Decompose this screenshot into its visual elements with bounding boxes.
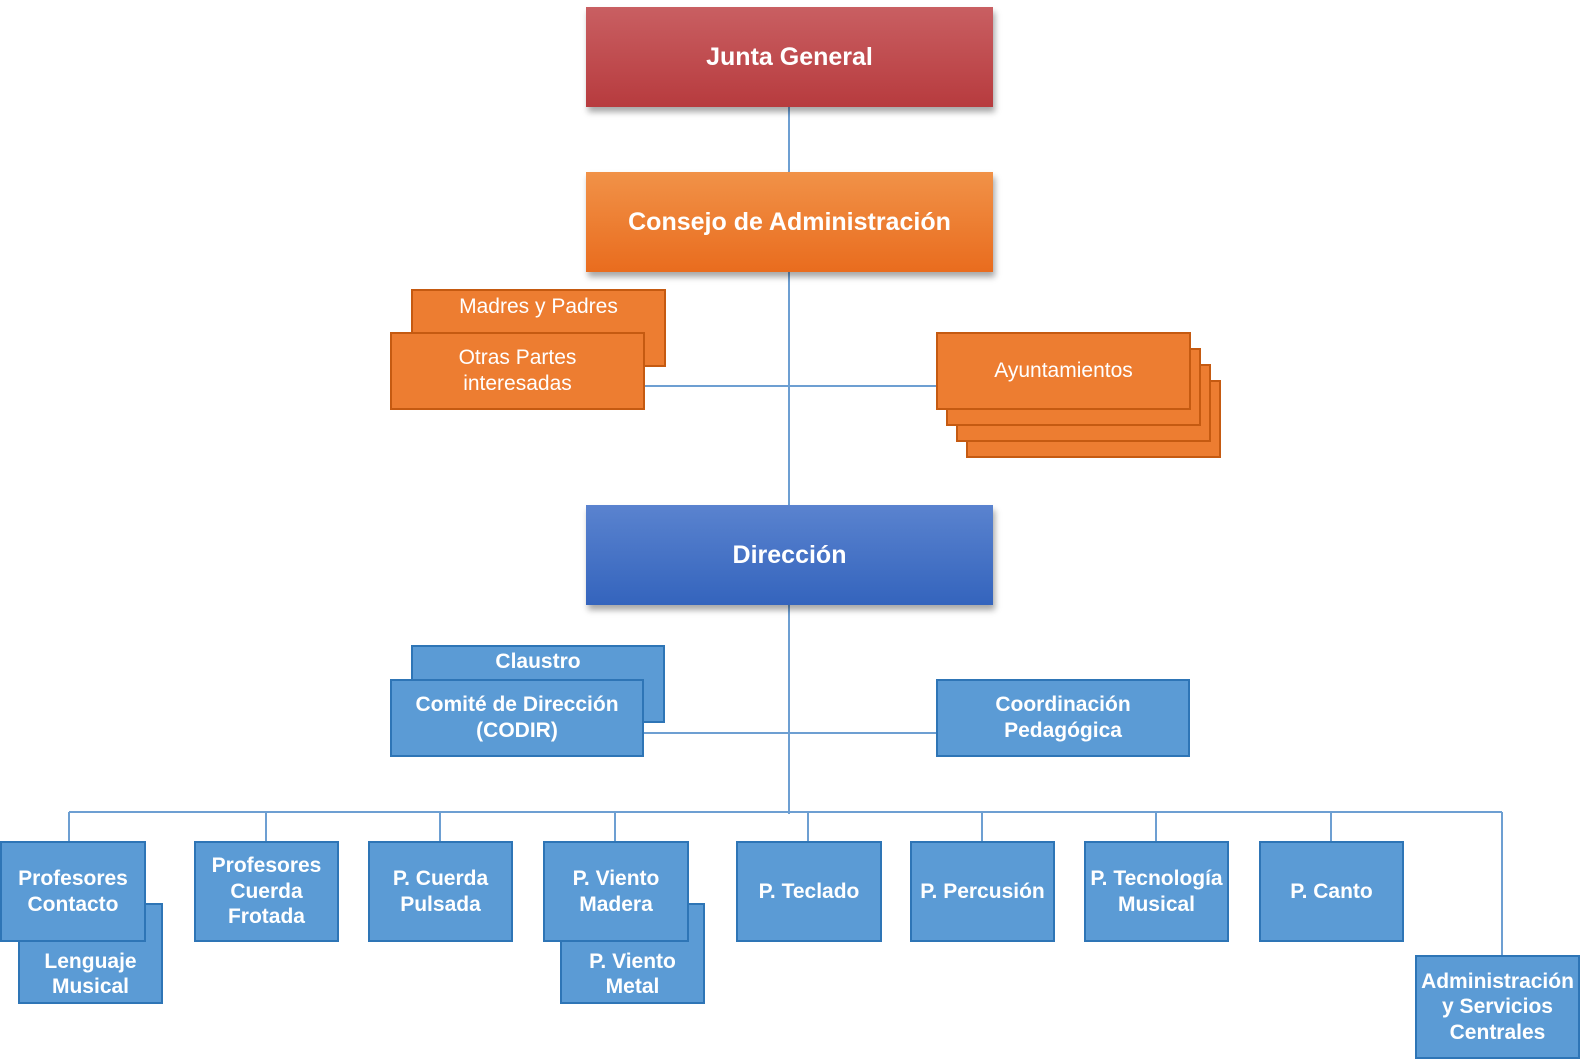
administracion-label-line3: Centrales (1449, 1020, 1546, 1044)
percusion-label: P. Percusión (920, 879, 1045, 903)
codir-box: Comité de Dirección (CODIR) (390, 679, 644, 757)
percusion-box: P. Percusión (910, 841, 1055, 942)
administracion-label-line2: y Servicios (1442, 995, 1553, 1019)
canto-label: P. Canto (1290, 879, 1373, 903)
junta-general-box: Junta General (586, 7, 993, 107)
cuerda-pulsada-box: P. Cuerda Pulsada (368, 841, 513, 942)
lenguaje-label-line2: Musical (51, 975, 130, 999)
coordinacion-label-line1: Coordinación (995, 693, 1131, 717)
direccion-label: Dirección (732, 540, 847, 569)
cuerda-frotada-label-line1: Profesores (211, 854, 322, 878)
tecnologia-label-line2: Musical (1117, 892, 1196, 916)
contacto-label-line2: Contacto (27, 892, 119, 916)
cuerda-frotada-label-line3: Frotada (227, 905, 305, 929)
coordinacion-pedagogica-box: Coordinación Pedagógica (936, 679, 1190, 757)
ayuntamientos-box: Ayuntamientos (936, 332, 1191, 410)
lenguaje-label-line1: Lenguaje (44, 949, 137, 973)
codir-label-line1: Comité de Dirección (415, 693, 619, 717)
teclado-label: P. Teclado (758, 879, 860, 903)
administracion-servicios-centrales-box: Administración y Servicios Centrales (1415, 955, 1580, 1059)
consejo-administracion-box: Consejo de Administración (586, 172, 993, 272)
teclado-box: P. Teclado (736, 841, 882, 942)
ayuntamientos-label: Ayuntamientos (994, 359, 1133, 383)
viento-metal-label-line2: Metal (605, 975, 660, 999)
canto-box: P. Canto (1259, 841, 1404, 942)
consejo-administracion-label: Consejo de Administración (628, 207, 951, 236)
profesores-contacto-box: Profesores Contacto (0, 841, 146, 942)
cuerda-pulsada-label-line2: Pulsada (400, 892, 481, 916)
otras-partes-box: Otras Partes interesadas (390, 332, 645, 410)
tecnologia-musical-box: P. Tecnología Musical (1084, 841, 1229, 942)
contacto-label-line1: Profesores (18, 866, 128, 890)
junta-general-label: Junta General (706, 42, 873, 71)
codir-label-line2: (CODIR) (476, 719, 558, 742)
direccion-box: Dirección (586, 505, 993, 605)
cuerda-pulsada-label-line1: P. Cuerda (392, 866, 489, 890)
otras-partes-label-line1: Otras Partes (458, 346, 577, 370)
coordinacion-label-line2: Pedagógica (1004, 719, 1122, 742)
viento-madera-box: P. Viento Madera (543, 841, 689, 942)
viento-madera-label-line2: Madera (579, 892, 653, 916)
otras-partes-label-line2: interesadas (463, 372, 572, 395)
cuerda-frotada-label-line2: Cuerda (230, 879, 303, 903)
profesores-cuerda-frotada-box: Profesores Cuerda Frotada (194, 841, 339, 942)
tecnologia-label-line1: P. Tecnología (1090, 866, 1223, 890)
administracion-label-line1: Administración (1421, 969, 1574, 993)
viento-madera-label-line1: P. Viento (572, 866, 660, 890)
claustro-label: Claustro (495, 650, 581, 673)
viento-metal-label-line1: P. Viento (589, 949, 676, 973)
madres-padres-label: Madres y Padres (459, 295, 618, 318)
